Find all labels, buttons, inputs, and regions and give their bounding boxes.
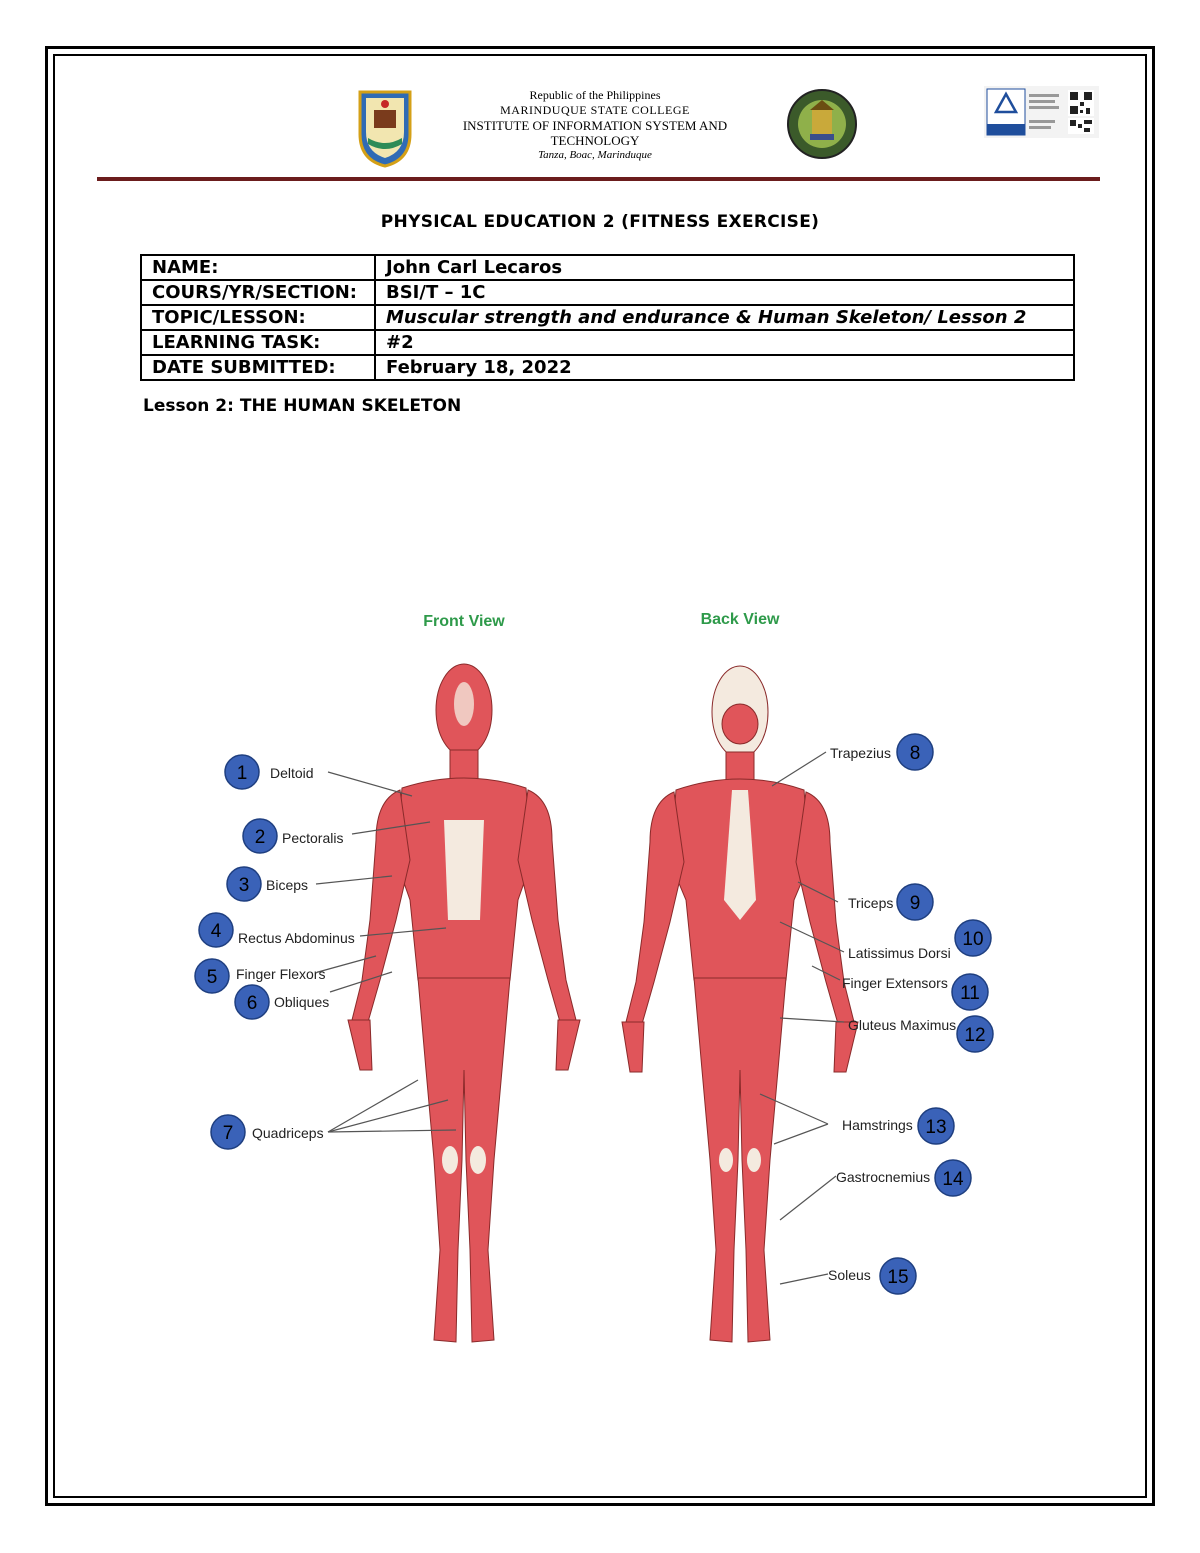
muscle-diagram: Front View Back View bbox=[194, 611, 994, 1343]
name-value: John Carl Lecaros bbox=[374, 254, 1075, 281]
svg-text:7: 7 bbox=[223, 1123, 234, 1144]
label-biceps: Biceps bbox=[266, 877, 308, 893]
table-row: DATE SUBMITTED: February 18, 2022 bbox=[140, 354, 1075, 381]
label-hamstrings: Hamstrings bbox=[842, 1117, 913, 1133]
course-label: COURS/YR/SECTION: bbox=[140, 279, 376, 306]
college-address: Tanza, Boac, Marinduque bbox=[538, 149, 652, 161]
back-body-highlights bbox=[719, 790, 761, 1172]
svg-text:14: 14 bbox=[942, 1169, 964, 1190]
student-info-table: NAME: John Carl Lecaros COURS/YR/SECTION… bbox=[140, 254, 1075, 381]
institute-name: INSTITUTE OF INFORMATION SYSTEM AND TECH… bbox=[462, 118, 728, 148]
label-quadriceps: Quadriceps bbox=[252, 1125, 324, 1141]
college-header: Republic of the Philippines MARINDUQUE S… bbox=[420, 88, 770, 163]
svg-text:8: 8 bbox=[910, 743, 921, 764]
document-title: PHYSICAL EDUCATION 2 (FITNESS EXERCISE) bbox=[380, 212, 820, 232]
label-pectoralis: Pectoralis bbox=[282, 830, 343, 846]
badge-10: 10 bbox=[954, 919, 992, 957]
svg-text:10: 10 bbox=[962, 929, 983, 950]
table-row: NAME: John Carl Lecaros bbox=[140, 254, 1075, 281]
label-triceps: Triceps bbox=[848, 895, 893, 911]
svg-text:4: 4 bbox=[211, 921, 222, 942]
svg-text:2: 2 bbox=[255, 827, 266, 848]
topic-label: TOPIC/LESSON: bbox=[140, 304, 376, 331]
svg-text:12: 12 bbox=[964, 1025, 985, 1046]
page-border-inner bbox=[53, 54, 1147, 1498]
label-gluteus-maximus: Gluteus Maximus bbox=[848, 1017, 956, 1033]
front-labels: Deltoid Pectoralis Biceps Rectus Abdomin… bbox=[236, 765, 355, 1141]
svg-text:3: 3 bbox=[239, 875, 250, 896]
badge-14: 14 bbox=[934, 1159, 972, 1197]
table-row: COURS/YR/SECTION: BSI/T – 1C bbox=[140, 279, 1075, 306]
certification-badge bbox=[984, 86, 1099, 138]
badge-4: 4 bbox=[198, 912, 234, 948]
college-seal-logo bbox=[358, 90, 412, 168]
badge-9: 9 bbox=[896, 883, 934, 921]
page-border-outer bbox=[45, 46, 1155, 1506]
republic-line: Republic of the Philippines bbox=[529, 88, 661, 102]
svg-text:1: 1 bbox=[237, 763, 248, 784]
college-name: MARINDUQUE STATE COLLEGE bbox=[500, 103, 690, 117]
badge-6: 6 bbox=[234, 984, 270, 1020]
topic-value: Muscular strength and endurance & Human … bbox=[374, 304, 1075, 331]
front-body-highlights bbox=[442, 682, 486, 1174]
svg-text:6: 6 bbox=[247, 993, 258, 1014]
label-rectus-abdominus: Rectus Abdominus bbox=[238, 930, 355, 946]
task-label: LEARNING TASK: bbox=[140, 329, 376, 356]
label-finger-flexors: Finger Flexors bbox=[236, 966, 325, 982]
label-obliques: Obliques bbox=[274, 994, 329, 1010]
table-row: TOPIC/LESSON: Muscular strength and endu… bbox=[140, 304, 1075, 331]
course-value: BSI/T – 1C bbox=[374, 279, 1075, 306]
badge-15: 15 bbox=[879, 1257, 917, 1295]
label-deltoid: Deltoid bbox=[270, 765, 314, 781]
label-leader-lines bbox=[315, 751, 845, 1285]
svg-text:5: 5 bbox=[207, 967, 218, 988]
label-finger-extensors: Finger Extensors bbox=[842, 975, 948, 991]
header-divider bbox=[97, 177, 1100, 181]
badge-5: 5 bbox=[194, 958, 230, 994]
svg-text:9: 9 bbox=[910, 893, 921, 914]
badge-12: 12 bbox=[956, 1015, 994, 1053]
badge-2: 2 bbox=[242, 818, 278, 854]
name-label: NAME: bbox=[140, 254, 376, 281]
badge-11: 11 bbox=[951, 973, 989, 1011]
number-badges: 1 2 3 4 5 6 7 8 9 10 11 12 13 14 15 bbox=[194, 733, 994, 1295]
label-soleus: Soleus bbox=[828, 1267, 871, 1283]
date-label: DATE SUBMITTED: bbox=[140, 354, 376, 381]
label-trapezius: Trapezius bbox=[830, 745, 891, 761]
svg-text:15: 15 bbox=[887, 1267, 908, 1288]
label-gastrocnemius: Gastrocnemius bbox=[836, 1169, 930, 1185]
label-latissimus-dorsi: Latissimus Dorsi bbox=[848, 945, 951, 961]
front-view-title: Front View bbox=[423, 613, 505, 630]
front-body-figure bbox=[347, 663, 581, 1343]
back-body-figure bbox=[621, 665, 859, 1343]
svg-text:13: 13 bbox=[925, 1117, 946, 1138]
task-value: #2 bbox=[374, 329, 1075, 356]
lesson-heading: Lesson 2: THE HUMAN SKELETON bbox=[143, 396, 462, 416]
back-view-title: Back View bbox=[701, 611, 780, 628]
badge-3: 3 bbox=[226, 866, 262, 902]
svg-text:11: 11 bbox=[960, 983, 980, 1004]
badge-13: 13 bbox=[917, 1107, 955, 1145]
badge-1: 1 bbox=[224, 754, 260, 790]
badge-7: 7 bbox=[210, 1114, 246, 1150]
badge-8: 8 bbox=[896, 733, 934, 771]
institute-seal-logo bbox=[787, 89, 857, 159]
back-labels: Trapezius Triceps Latissimus Dorsi Finge… bbox=[828, 745, 956, 1283]
table-row: LEARNING TASK: #2 bbox=[140, 329, 1075, 356]
date-value: February 18, 2022 bbox=[374, 354, 1075, 381]
